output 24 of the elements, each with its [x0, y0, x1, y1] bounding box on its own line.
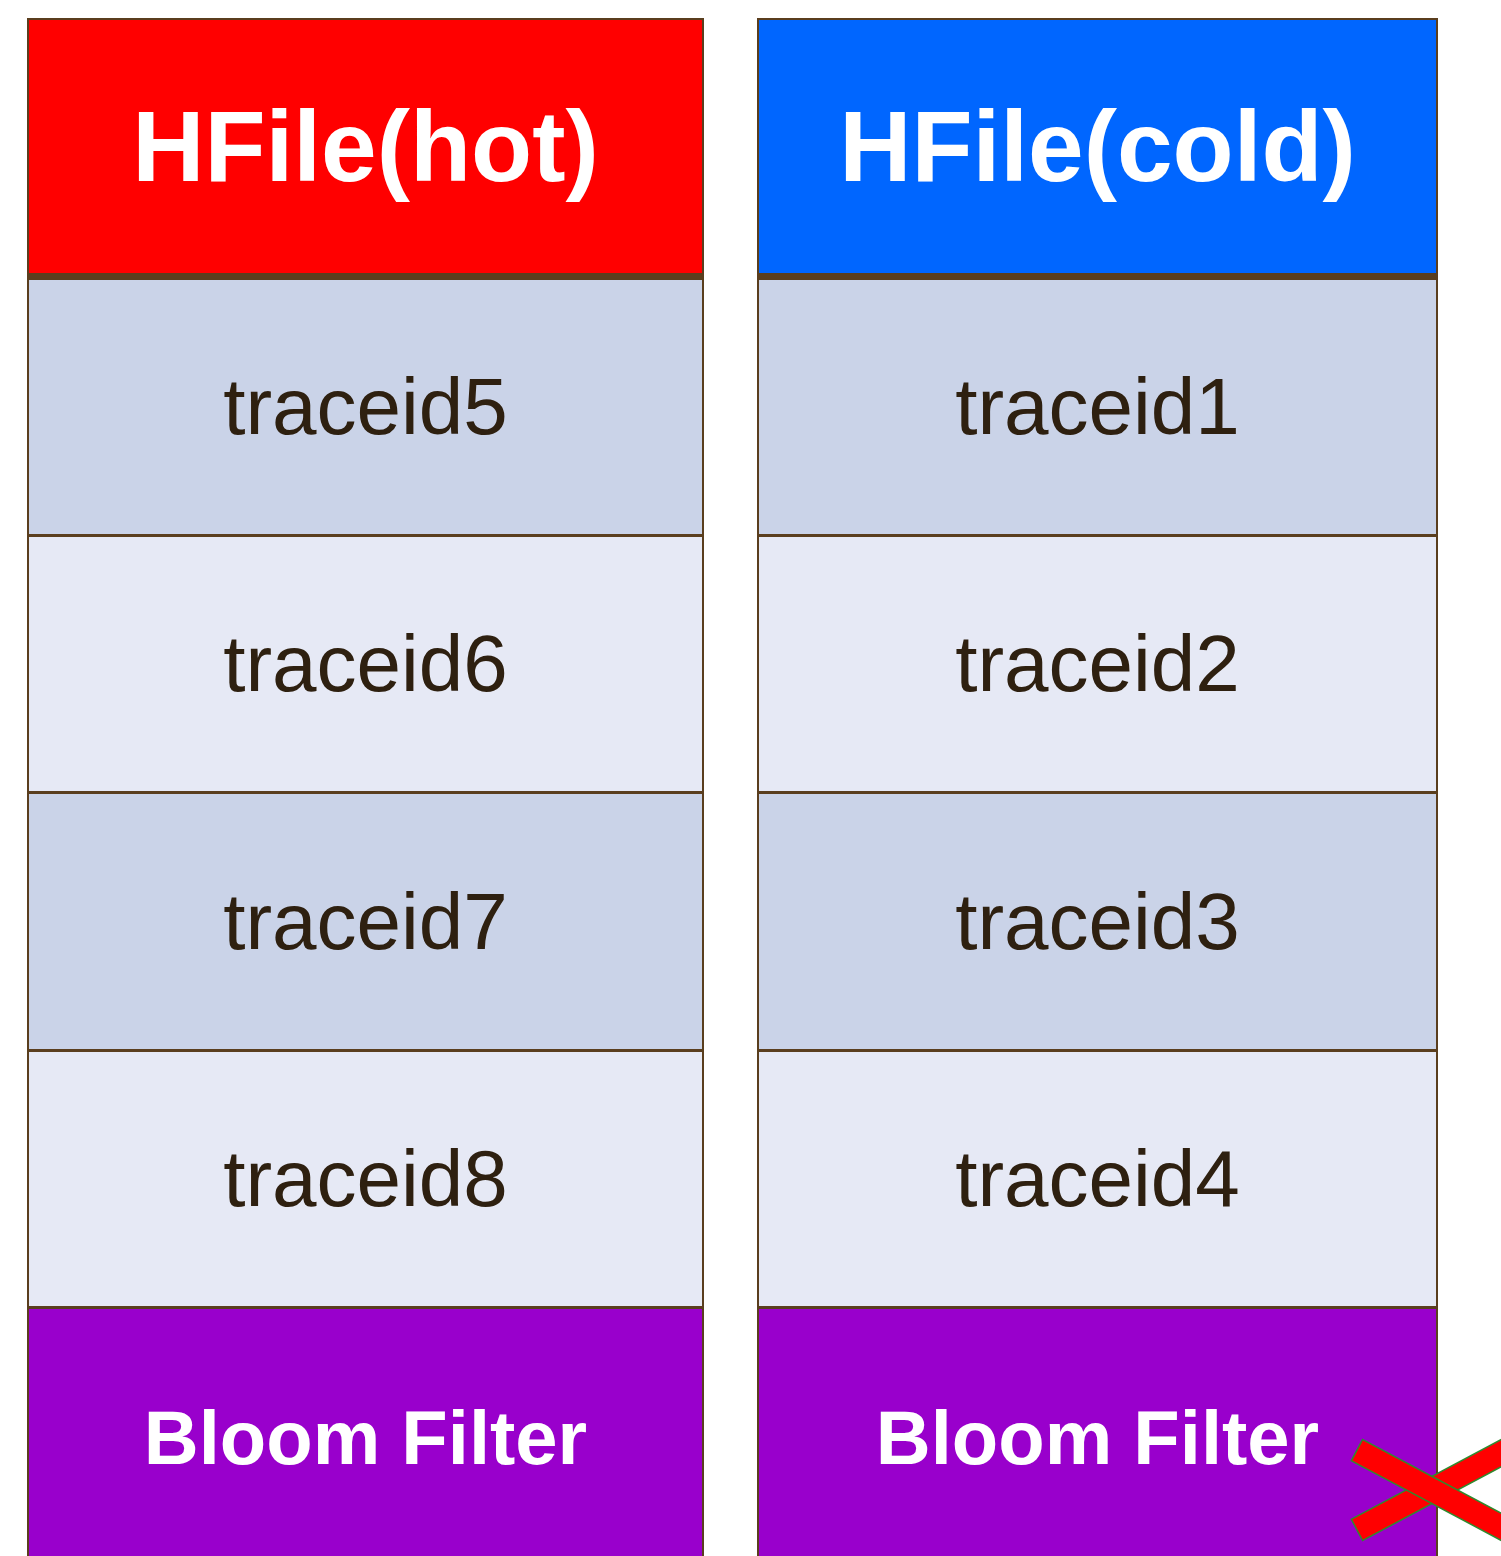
table-cell — [757, 792, 1438, 1051]
table-cell — [27, 278, 704, 536]
table-cell — [27, 1050, 704, 1308]
filter-cell — [757, 1307, 1438, 1556]
cell-text: traceid7 — [223, 875, 508, 968]
cell-heading: HFile(hot) — [132, 89, 599, 204]
cell-text: traceid6 — [223, 618, 508, 710]
filter-cell — [27, 1307, 704, 1556]
cell-text: traceid4 — [955, 1133, 1240, 1225]
header-cell — [27, 18, 704, 278]
table-cell — [27, 535, 704, 793]
cell-heading: Bloom Filter — [875, 1393, 1320, 1481]
table-cell — [757, 1050, 1438, 1308]
cell-text: traceid8 — [223, 1133, 508, 1225]
cell-text: traceid5 — [223, 361, 508, 453]
cell-heading: Bloom Filter — [143, 1393, 588, 1481]
cell-text: traceid1 — [955, 361, 1240, 453]
table-cell — [757, 278, 1438, 536]
cell-text: traceid3 — [955, 875, 1240, 968]
table-cell — [27, 792, 704, 1051]
cell-text: traceid2 — [955, 618, 1240, 710]
header-cell — [757, 18, 1438, 278]
table-cell — [757, 535, 1438, 793]
cell-heading: HFile(cold) — [839, 89, 1356, 204]
